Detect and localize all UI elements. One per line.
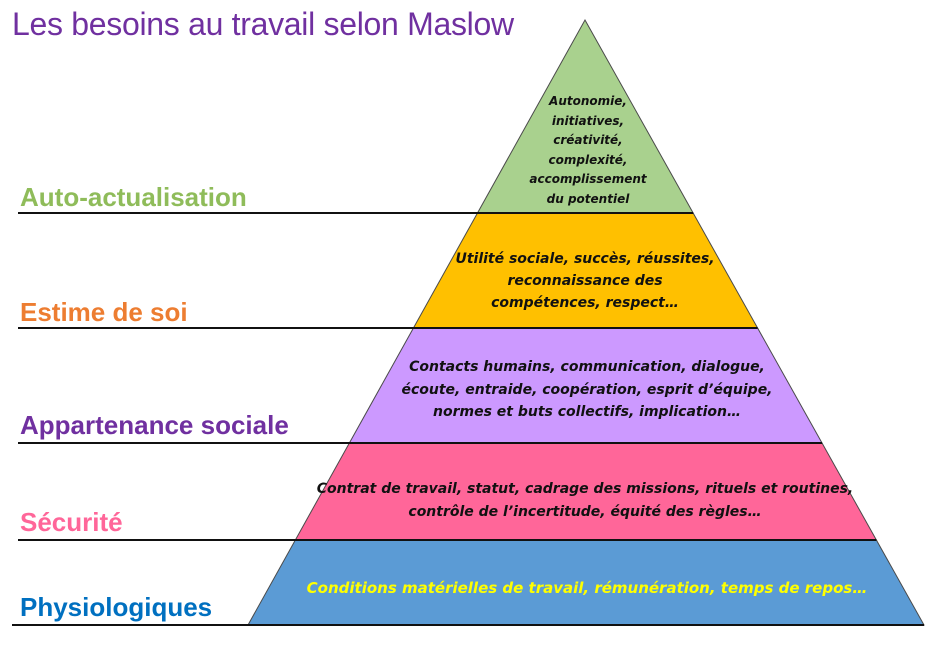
tier-text-line: Conditions matérielles de travail, rémun… xyxy=(306,579,868,597)
tier-text-line: Autonomie, xyxy=(549,94,627,108)
tier-text-securite: Contrat de travail, statut, cadrage des … xyxy=(185,478,928,523)
level-label-estime-de-soi: Estime de soi xyxy=(20,297,188,327)
page-title: Les besoins au travail selon Maslow xyxy=(12,6,514,42)
tier-text-line: créativité, xyxy=(553,133,623,147)
tier-text-estime-de-soi: Utilité sociale, succès, réussites, recon… xyxy=(185,248,928,314)
tier-text-appartenance-sociale: Contacts humains, communication, dialogu… xyxy=(187,356,928,424)
level-label-securite: Sécurité xyxy=(20,507,123,537)
tier-text-line: contrôle de l’incertitude, équité des rè… xyxy=(408,503,762,520)
tier-text-line: Utilité sociale, succès, réussites, xyxy=(455,251,715,267)
tier-text-line: normes et buts collectifs, implication… xyxy=(433,404,741,420)
tier-text-line: Contrat de travail, statut, cadrage des … xyxy=(316,481,854,497)
level-label-physiologiques: Physiologiques xyxy=(20,592,213,622)
tier-text-line: initiatives, xyxy=(551,113,625,128)
tier-text-line: Contacts humains, communication, dialogu… xyxy=(409,359,765,375)
tier-text-line: du potentiel xyxy=(546,191,630,206)
tier-text-auto-actualisation: Autonomie, initiatives, créativité, complex… xyxy=(188,92,928,209)
tier-text-physiologiques: Conditions matérielles de travail, rémun… xyxy=(187,578,928,598)
tier-text-line: reconnaissance des xyxy=(507,273,663,289)
tier-text-line: complexité, xyxy=(548,152,628,167)
tier-text-line: accomplissement xyxy=(529,172,647,186)
level-label-appartenance-sociale: Appartenance sociale xyxy=(20,410,289,440)
tier-text-line: écoute, entraide, coopération, esprit d’… xyxy=(401,381,773,398)
tier-text-line: compétences, respect… xyxy=(491,295,679,311)
level-label-auto-actualisation: Auto-actualisation xyxy=(20,182,247,212)
